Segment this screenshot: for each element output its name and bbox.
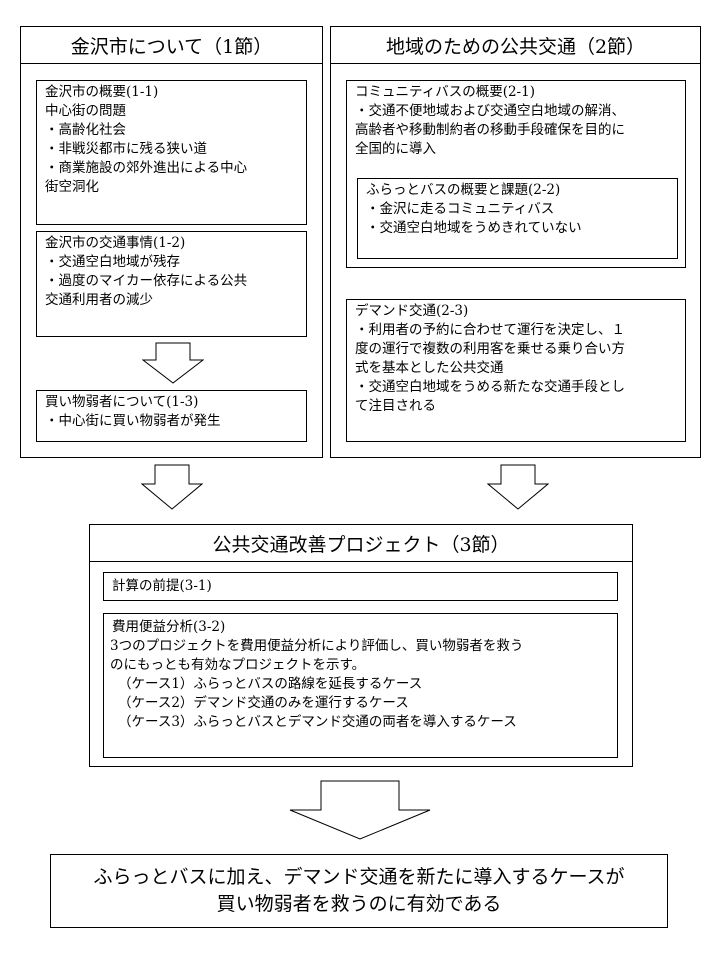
box-2-3: デマンド交通(2-3) ・利用者の予約に合わせて運行を決定し、１ 度の運行で複数… [346, 299, 686, 442]
box-3-1-title: 計算の前提(3-1) [112, 578, 212, 594]
text-line: ・交通空白地域をうめる新たな交通手段とし [355, 379, 625, 395]
down-arrow-icon [289, 780, 431, 840]
box-1-2: 金沢市の交通事情(1-2) ・交通空白地域が残存 ・過度のマイカー依存による公共… [36, 231, 307, 337]
box-3-2-title: 費用便益分析(3-2) [112, 619, 226, 635]
text-line: ・交通空白地域が残存 [45, 254, 180, 270]
text-line: ・交通空白地域をうめきれていない [366, 220, 582, 236]
text-line: 街空洞化 [45, 179, 99, 195]
case-1: （ケース1）ふらっとバスの路線を延長するケース [118, 676, 423, 692]
text-line: ・交通不便地域および交通空白地域の解消、 [355, 103, 625, 119]
down-arrow-icon [487, 464, 549, 510]
text-line: 度の運行で複数の利用客を乗せる乗り合い方 [355, 341, 625, 357]
box-1-3-title: 買い物弱者について(1-3) [45, 394, 199, 410]
text-line: ・中心街に買い物弱者が発生 [45, 413, 221, 429]
text-line: ・非戦災都市に残る狭い道 [45, 141, 207, 157]
section2-title: 地域のための公共交通（2節） [330, 26, 701, 64]
text-line: 高齢者や移動制約者の移動手段確保を目的に [355, 122, 625, 138]
conclusion-line: 買い物弱者を救うのに有効である [216, 893, 502, 915]
case-2: （ケース2）デマンド交通のみを運行するケース [118, 695, 409, 711]
box-3-1: 計算の前提(3-1) [103, 572, 618, 601]
box-1-3: 買い物弱者について(1-3) ・中心街に買い物弱者が発生 [36, 390, 307, 442]
box-1-1: 金沢市の概要(1-1) 中心街の問題 ・高齢化社会 ・非戦災都市に残る狭い道 ・… [36, 80, 307, 225]
box-2-3-title: デマンド交通(2-3) [355, 303, 469, 319]
down-arrow-icon [141, 464, 203, 510]
text-line: 3つのプロジェクトを費用便益分析により評価し、買い物弱者を救う [110, 638, 524, 654]
case-3: （ケース3）ふらっとバスとデマンド交通の両者を導入するケース [118, 714, 517, 730]
box-1-1-title: 金沢市の概要(1-1) [45, 84, 159, 100]
text-line: ・金沢に走るコミュニティバス [366, 201, 555, 217]
text-line: ・過度のマイカー依存による公共 [45, 273, 248, 289]
box-2-1-title: コミュニティバスの概要(2-1) [355, 84, 535, 100]
conclusion-box: ふらっとバスに加え、デマンド交通を新たに導入するケースが 買い物弱者を救うのに有… [50, 854, 668, 928]
section1-title: 金沢市について（1節） [20, 26, 323, 64]
text-line: 中心街の問題 [45, 103, 126, 119]
box-1-2-title: 金沢市の交通事情(1-2) [45, 235, 186, 251]
text-line: ・利用者の予約に合わせて運行を決定し、１ [355, 322, 625, 338]
text-line: ・高齢化社会 [45, 122, 126, 138]
text-line: 全国的に導入 [355, 141, 436, 157]
conclusion-line: ふらっとバスに加え、デマンド交通を新たに導入するケースが [93, 866, 625, 888]
down-arrow-icon [142, 342, 204, 384]
section3-title: 公共交通改善プロジェクト（3節） [89, 524, 633, 562]
text-line: 交通利用者の減少 [45, 292, 153, 308]
text-line: のにもっとも有効なプロジェクトを示す。 [110, 657, 366, 673]
box-2-2: ふらっとバスの概要と課題(2-2) ・金沢に走るコミュニティバス ・交通空白地域… [357, 178, 678, 259]
text-line: 式を基本とした公共交通 [355, 360, 504, 376]
text-line: て注目される [355, 398, 436, 414]
box-3-2: 費用便益分析(3-2) 3つのプロジェクトを費用便益分析により評価し、買い物弱者… [103, 613, 618, 758]
box-2-2-title: ふらっとバスの概要と課題(2-2) [366, 182, 561, 198]
text-line: ・商業施設の郊外進出による中心 [45, 160, 248, 176]
